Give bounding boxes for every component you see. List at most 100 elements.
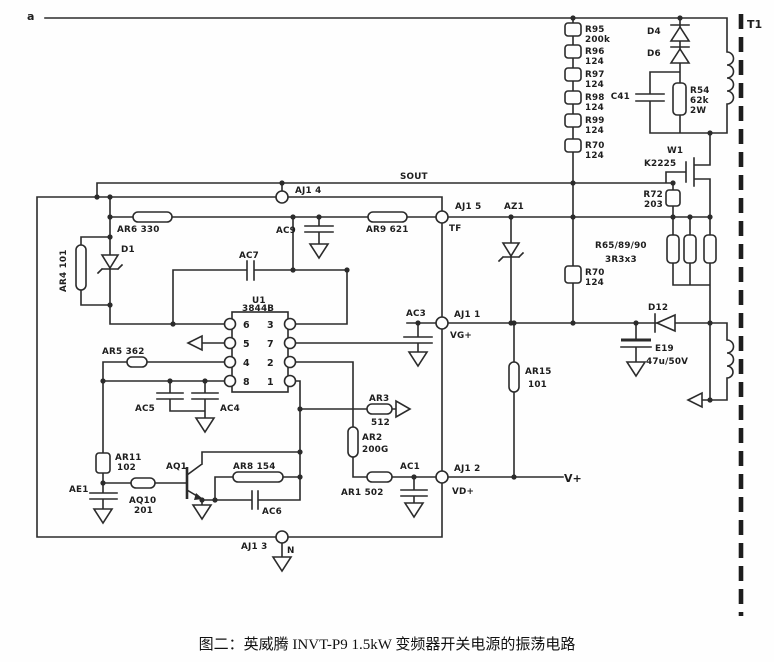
resistor-ar6 [132,211,173,223]
resistor-ar3 [366,403,393,415]
pin-8: 8 [243,377,250,388]
junction-dots [94,15,713,503]
winding-arrow [686,391,703,409]
terminal-aj1-5 [435,210,449,224]
zener-d1 [100,254,120,270]
pin-6: 6 [243,320,250,331]
label-d12: D12 [648,303,668,313]
diode-d6 [669,47,691,64]
aj1-3-ground-arrow [271,556,293,573]
label-aj1-5: AJ1 5 [455,202,481,212]
resistor-ar5 [126,356,148,368]
pin-2: 2 [267,358,274,369]
net-label-vd: VD+ [452,487,474,497]
label-aj1-3: AJ1 3 [241,542,267,552]
label-e19: E19 [655,344,674,354]
figure-caption: 图二：英威腾 INVT-P9 1.5kW 变频器开关电源的振荡电路 [199,635,576,653]
label-az1: AZ1 [504,202,524,212]
label-ar4: AR4 101 [59,249,69,292]
label-ar15: AR15 [525,367,552,377]
label-aq10: AQ10 [129,496,156,506]
ac9-ground-arrow [308,243,330,260]
value-r72: 203 [644,200,663,210]
value-r97: 124 [585,80,604,90]
resistor-r70b [564,265,582,284]
label-d6: D6 [647,49,661,59]
label-ac6: AC6 [262,507,282,517]
resistor-ar8 [232,471,284,483]
ic-u1 [223,311,297,393]
value-ar15: 101 [528,380,547,390]
label-ar3: AR3 [369,394,389,404]
label-ar6: AR6 330 [117,225,160,235]
label-aj1-2: AJ1 2 [454,464,480,474]
resistor-ar1 [366,471,393,483]
pin5-arrow [186,334,203,352]
resistor-ar9 [367,211,408,223]
value-r99: 124 [585,126,604,136]
label-d4: D4 [647,27,661,37]
pin-3: 3 [267,320,274,331]
value-r95: 200k [585,35,611,45]
value-r65: 3R3x3 [605,255,637,265]
connector-terminals [275,190,449,544]
zener-az1 [501,242,521,258]
value-r54-1: 62k [690,96,710,106]
terminal-aj1-3 [275,530,289,544]
label-ac9: AC9 [276,226,296,236]
value-r54-2: 2W [690,106,706,116]
label-r72: R72 [643,190,663,200]
common-arrows [92,243,703,573]
net-label-vplus: V+ [564,472,582,485]
label-u1-part: 3844B [242,304,274,314]
diode-d12 [655,313,676,333]
label-ar1: AR1 502 [341,488,384,498]
label-u1: U1 [252,296,266,306]
value-ar3: 512 [371,418,390,428]
value-r70b: 124 [585,278,604,288]
label-ar11: AR11 [115,453,142,463]
value-r70a: 124 [585,151,604,161]
label-w1-part: K2225 [644,159,676,169]
pin-4: 4 [243,358,250,369]
label-r98: R98 [585,93,605,103]
value-aq10: 201 [134,506,153,516]
label-ar2: AR2 [362,433,382,443]
resistor-ar11 [95,452,111,474]
label-ac1: AC1 [400,462,420,472]
ac1-ground-arrow [403,502,425,519]
ac3-ground-arrow [407,351,429,368]
label-aj1-4: AJ1 4 [295,186,321,196]
net-label-sout: SOUT [400,172,428,182]
label-ac4: AC4 [220,404,240,414]
resistor-r54 [672,82,687,116]
terminal-aj1-4 [275,190,289,204]
label-ac3: AC3 [406,309,426,319]
label-r70a: R70 [585,141,605,151]
ac4-ground-arrow [194,417,216,434]
resistor-ar4 [75,244,87,291]
ar3-arrow [395,399,412,419]
label-d1: D1 [121,245,135,255]
resistor-ar15 [508,361,520,393]
label-r96: R96 [585,47,605,57]
label-r97: R97 [585,70,605,80]
pin-1: 1 [267,377,274,388]
net-label-vg: VG+ [450,331,472,341]
label-r70b: R70 [585,268,605,278]
resistor-ar2 [347,426,359,458]
label-ar5: AR5 362 [102,347,145,357]
net-label-a: a [27,10,34,23]
value-ar2: 200G [362,445,388,455]
label-ac7: AC7 [239,251,259,261]
label-ae1: AE1 [69,485,89,495]
diode-d4 [669,25,691,42]
label-ar8: AR8 154 [233,462,276,472]
net-label-tf: TF [449,224,461,234]
label-ar9: AR9 621 [366,225,409,235]
terminal-aj1-2 [435,470,449,484]
label-w1: W1 [667,146,683,156]
label-r95: R95 [585,25,605,35]
value-r96: 124 [585,57,604,67]
